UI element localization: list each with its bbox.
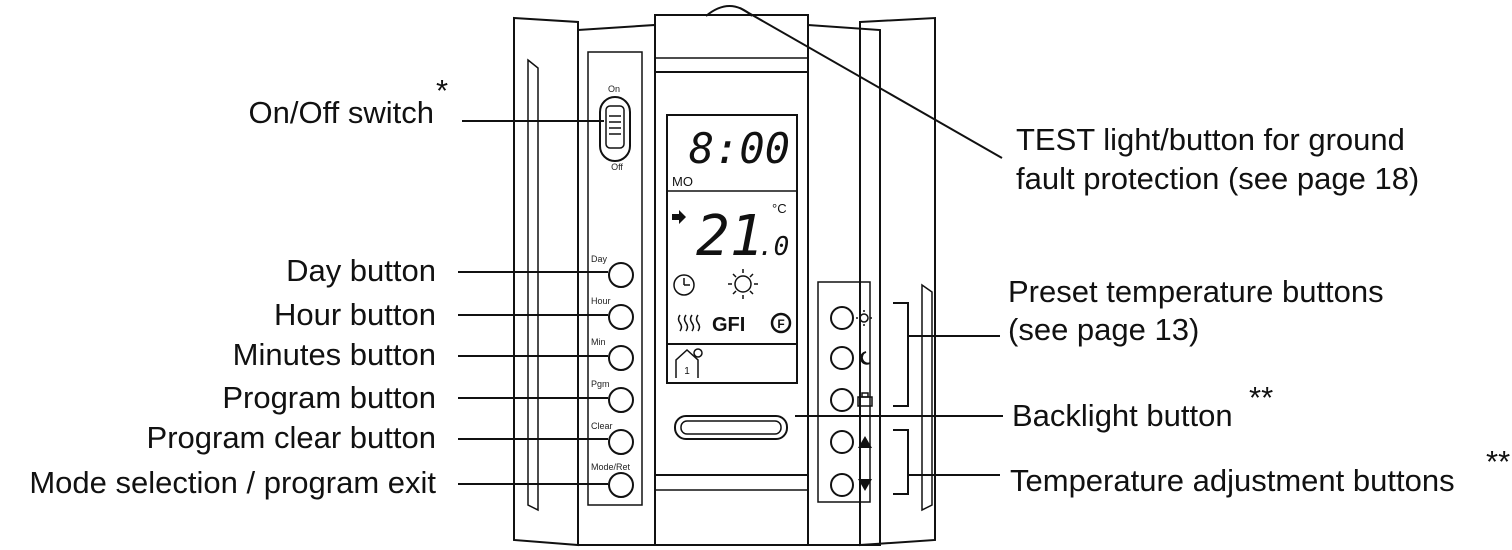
- min-button-label: Min: [591, 337, 606, 347]
- switch-off-label: Off: [611, 162, 623, 172]
- mode-button[interactable]: Mode/Ret: [591, 462, 634, 498]
- day-readout: MO: [672, 174, 693, 189]
- backlight-button[interactable]: [674, 415, 788, 440]
- label-on-off-switch: On/Off switch: [249, 95, 435, 130]
- preset-sun-button[interactable]: [830, 306, 872, 330]
- label-preset-line2: (see page 13): [1008, 312, 1199, 347]
- lcd-display: 8:00 MO 21 .0 °C: [666, 114, 798, 384]
- clear-button-label: Clear: [591, 421, 613, 431]
- down-arrow-icon: [858, 479, 872, 491]
- moon-icon: [860, 351, 871, 365]
- label-on-off-note: *: [436, 73, 448, 108]
- pgm-button-label: Pgm: [591, 379, 610, 389]
- day-button[interactable]: Day: [591, 254, 634, 288]
- label-temp-adjust: Temperature adjustment buttons: [1010, 463, 1455, 498]
- leader-lines: [458, 7, 1003, 495]
- sun-icon: [856, 310, 872, 326]
- clock-icon: [673, 274, 695, 296]
- label-backlight-button: Backlight button: [1012, 398, 1233, 433]
- day-button-label: Day: [591, 254, 608, 264]
- label-test-line1: TEST light/button for ground: [1016, 122, 1405, 157]
- switch-on-label: On: [608, 84, 620, 94]
- label-preset-line1: Preset temperature buttons: [1008, 274, 1384, 309]
- label-temp-adjust-note: **: [1486, 444, 1510, 479]
- label-mode-selection: Mode selection / program exit: [29, 465, 436, 500]
- gfi-indicator: GFI: [712, 314, 745, 336]
- preset-away-button[interactable]: [830, 388, 873, 412]
- f-badge: F: [777, 317, 784, 331]
- label-program-button: Program button: [222, 380, 436, 415]
- label-hour-button: Hour button: [274, 297, 436, 332]
- mode-button-label: Mode/Ret: [591, 462, 631, 472]
- heat-waves-icon: [677, 314, 701, 332]
- switch-icon: [605, 105, 625, 149]
- temp-decimal-readout: .0: [758, 232, 789, 262]
- min-button[interactable]: Min: [591, 337, 634, 371]
- on-off-switch[interactable]: On Off: [599, 84, 631, 172]
- time-readout: 8:00: [689, 124, 790, 173]
- label-minutes-button: Minutes button: [233, 337, 436, 372]
- unit-readout: °C: [772, 201, 787, 216]
- label-test-line2: fault protection (see page 18): [1016, 161, 1419, 196]
- preset-moon-button[interactable]: [830, 346, 871, 370]
- suitcase-icon: [857, 392, 873, 407]
- label-program-clear-button: Program clear button: [147, 420, 436, 455]
- hour-button[interactable]: Hour: [591, 296, 634, 330]
- label-backlight-note: **: [1249, 380, 1273, 415]
- zone-readout: 1: [684, 366, 690, 377]
- hour-button-label: Hour: [591, 296, 611, 306]
- temp-readout: 21: [696, 204, 763, 269]
- thermostat-housing: [513, 5, 936, 547]
- label-day-button: Day button: [286, 253, 436, 288]
- sun-icon: [728, 269, 758, 299]
- pgm-button[interactable]: Pgm: [591, 379, 634, 413]
- pointer-arrow-icon: [672, 210, 686, 224]
- clear-button[interactable]: Clear: [591, 421, 634, 455]
- temp-down-button[interactable]: [830, 473, 872, 497]
- up-arrow-icon: [858, 436, 872, 448]
- temp-up-button[interactable]: [830, 430, 872, 454]
- house-icon: [675, 348, 703, 378]
